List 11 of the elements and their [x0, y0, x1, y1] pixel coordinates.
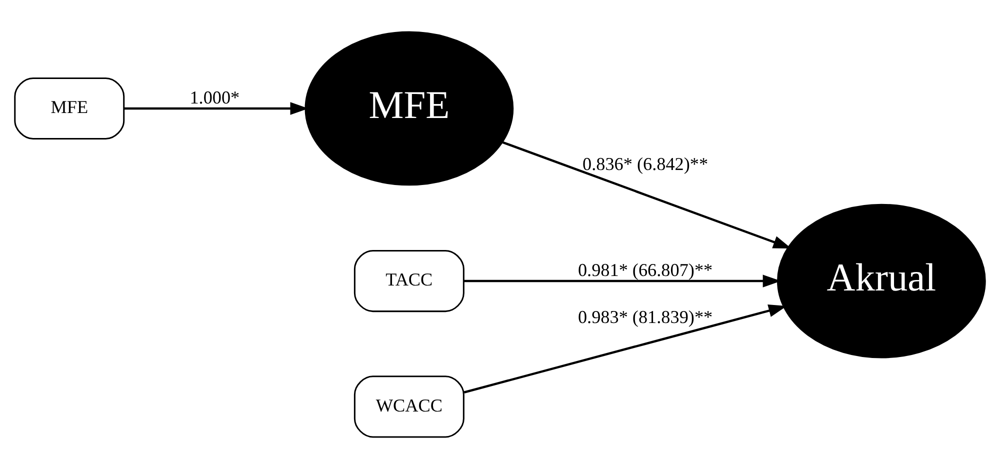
node-box: WCACC — [354, 375, 464, 438]
edge-label: 0.981* (66.807)** — [578, 259, 713, 280]
node-box: TACC — [354, 250, 464, 312]
edge-label: 0.836* (6.842)** — [582, 153, 708, 174]
node-ellipse: MFE — [304, 30, 514, 186]
arrow — [502, 140, 792, 248]
edge-label: 1.000* — [190, 86, 240, 107]
arrow — [464, 304, 787, 393]
edge-label: 0.983* (81.839)** — [578, 306, 713, 326]
node-box: MFE — [14, 76, 125, 140]
node-ellipse: Akrual — [777, 203, 986, 358]
